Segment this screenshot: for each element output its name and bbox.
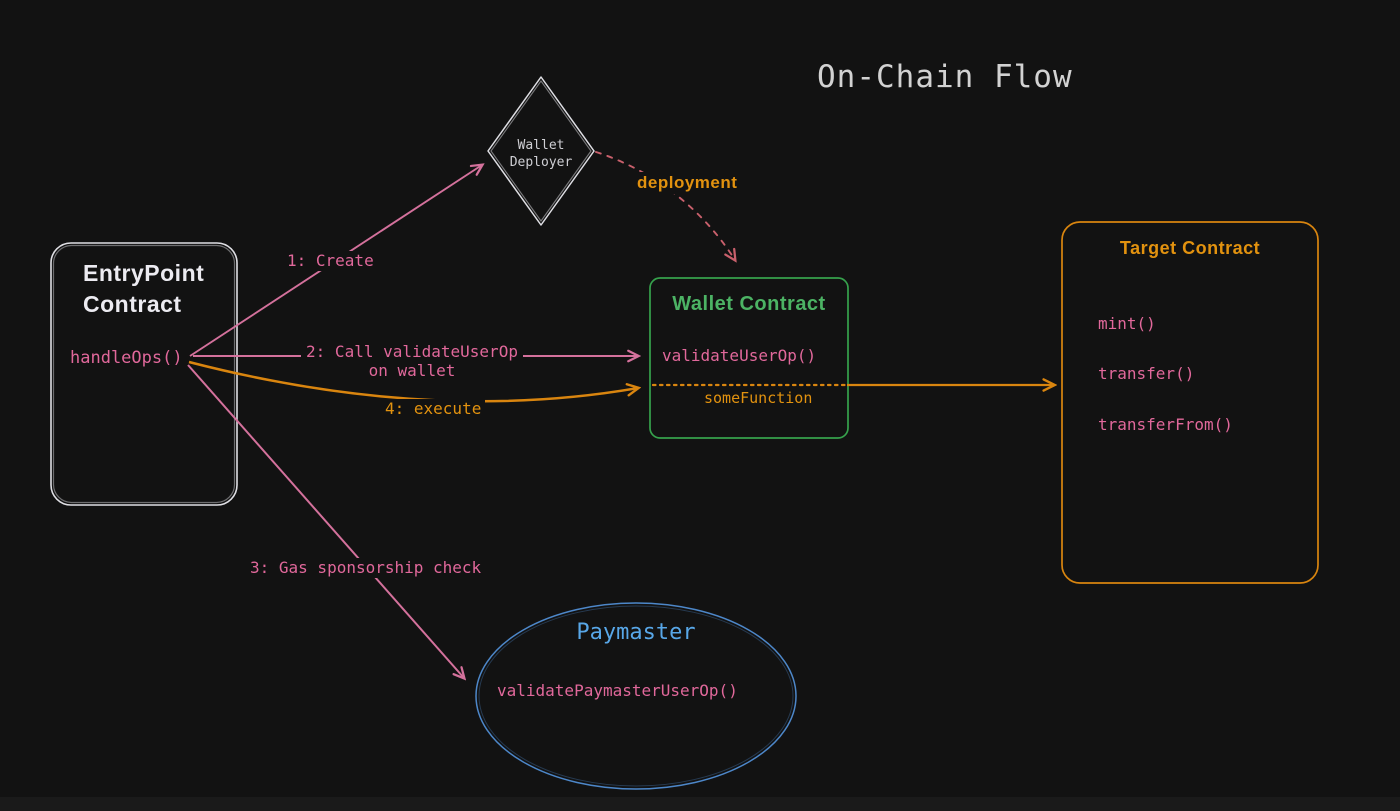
arrow-gas-sponsorship [187, 364, 464, 678]
wallet-deployer-diamond [487, 76, 595, 226]
arrow-deployment [595, 151, 735, 260]
entrypoint-title: EntryPoint Contract [83, 260, 205, 317]
edge-label-deployment: deployment [633, 172, 742, 194]
edge-label-create: 1: Create [283, 251, 378, 272]
validatepaymasteruserop-method: validatePaymasterUserOp() [497, 681, 738, 700]
validateuserop-method: validateUserOp() [662, 346, 817, 365]
bottom-strip [0, 797, 1400, 811]
wallet-deployer-label: Wallet Deployer [509, 138, 573, 170]
edge-label-execute: 4: execute [381, 399, 486, 420]
transfer-method: transfer() [1098, 364, 1195, 383]
page-title: On-Chain Flow [817, 59, 1073, 95]
handleops-method: handleOps() [70, 348, 183, 368]
paymaster-title: Paymaster [576, 620, 696, 645]
edge-label-gas-sponsorship: 3: Gas sponsorship check [246, 558, 486, 579]
transferfrom-method: transferFrom() [1098, 415, 1233, 434]
edge-label-call-validateuserop: 2: Call validateUserOp on wallet [301, 341, 523, 381]
wallet-contract-title: Wallet Contract [672, 293, 826, 315]
wallet-contract-box [649, 277, 849, 439]
somefunction-label: someFunction [704, 389, 813, 407]
mint-method: mint() [1098, 314, 1156, 333]
target-contract-title: Target Contract [1119, 238, 1261, 258]
target-contract-box [1061, 221, 1319, 584]
paymaster-ellipse [475, 602, 797, 790]
